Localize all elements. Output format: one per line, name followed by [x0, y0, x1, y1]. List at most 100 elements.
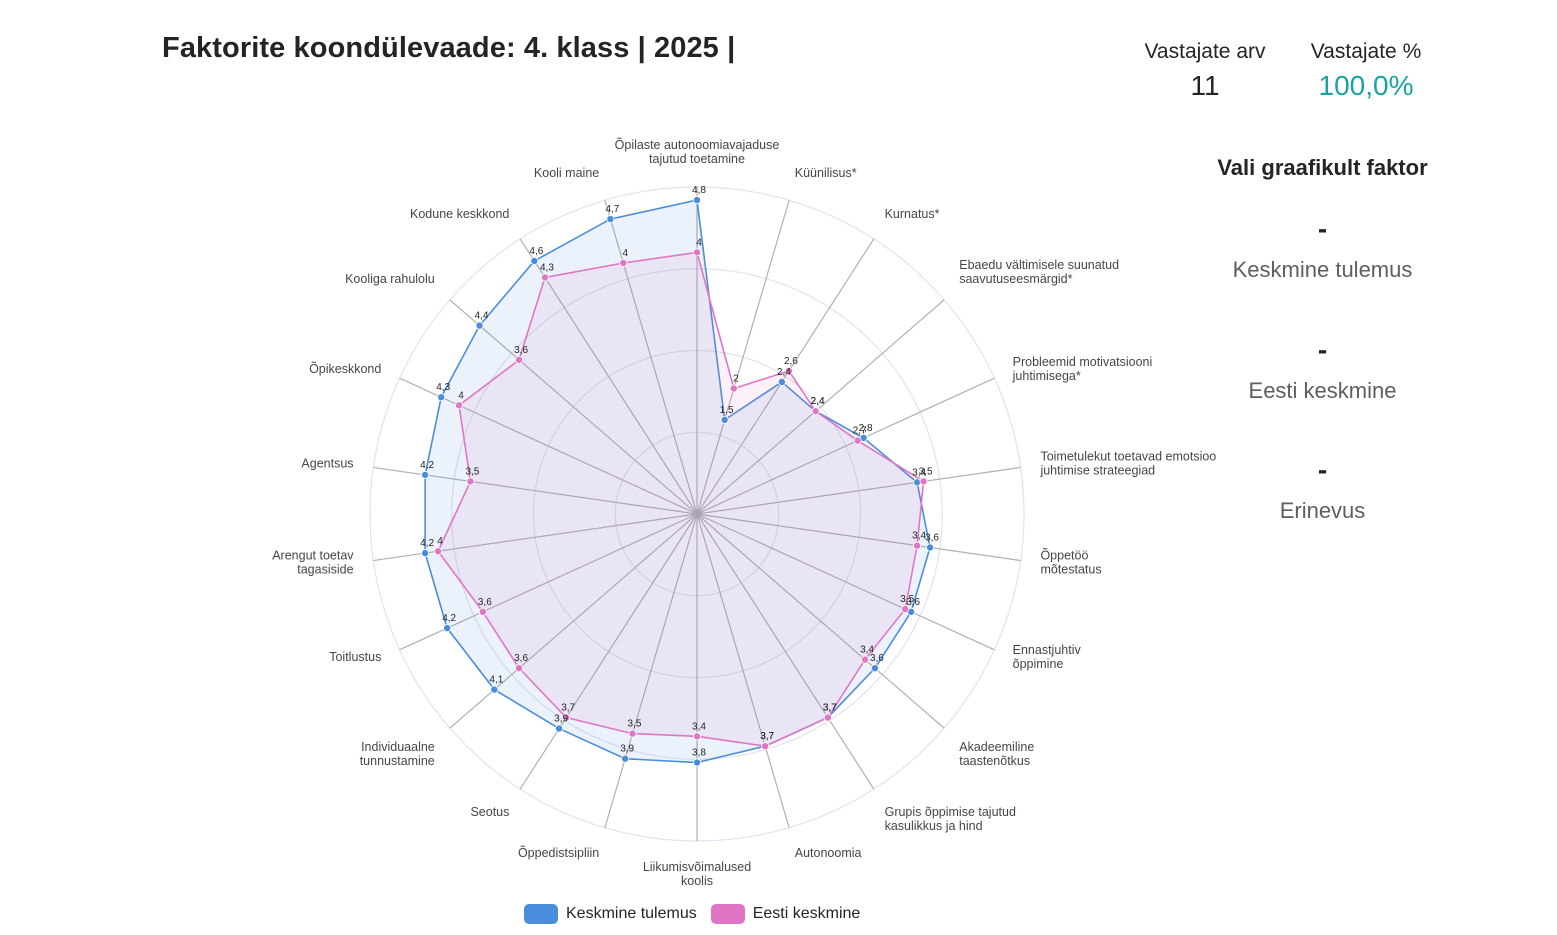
- axis-label-line: Seotus: [470, 805, 509, 819]
- data-point-series-1[interactable]: [421, 549, 430, 558]
- data-point-series-1[interactable]: [913, 478, 922, 487]
- axis-label-line: tunnustamine: [360, 754, 435, 768]
- data-point-series-1[interactable]: [490, 685, 499, 694]
- data-point-series-2[interactable]: [901, 605, 910, 614]
- data-point-series-2[interactable]: [515, 664, 524, 673]
- factor-average-label: Keskmine tulemus: [1232, 257, 1413, 282]
- axis-label-line: Kooliga rahulolu: [345, 272, 435, 286]
- data-point-series-1[interactable]: [720, 415, 729, 424]
- axis-label-line: Grupis õppimise tajutud: [885, 805, 1016, 819]
- axis-label[interactable]: Õpikeskkond: [309, 361, 381, 376]
- axis-label[interactable]: Kurnatus*: [885, 207, 940, 221]
- data-label-series-1: 4,8: [692, 185, 706, 196]
- legend-item-series-1[interactable]: Keskmine tulemus: [524, 904, 697, 924]
- data-point-series-2[interactable]: [515, 355, 524, 364]
- axis-spoke: [696, 513, 995, 651]
- axis-label-line: taastenõtkus: [959, 754, 1030, 768]
- data-point-series-2[interactable]: [913, 541, 922, 550]
- data-point-series-2[interactable]: [619, 258, 628, 267]
- factor-average-card: - Keskmine tulemus: [1200, 215, 1445, 283]
- data-point-series-2[interactable]: [729, 384, 738, 393]
- data-label-series-2: 2: [733, 373, 739, 384]
- axis-label[interactable]: Õppedistsipliin: [518, 845, 599, 860]
- data-point-series-1[interactable]: [870, 664, 879, 673]
- axis-label[interactable]: Agentsus: [301, 457, 353, 471]
- kpi-respondents-count: Vastajate arv 11: [1135, 40, 1275, 102]
- data-point-series-1[interactable]: [693, 758, 702, 767]
- data-label-series-2: 2,6: [784, 356, 798, 367]
- data-point-series-1[interactable]: [693, 196, 702, 205]
- data-point-series-2[interactable]: [562, 713, 571, 722]
- data-point-series-2[interactable]: [693, 248, 702, 257]
- radar-series: [421, 196, 935, 767]
- legend-swatch-series-2: [710, 904, 745, 924]
- data-point-series-1[interactable]: [421, 470, 430, 479]
- axis-label-line: Küünilisus*: [795, 166, 857, 180]
- axis-label-line: Autonoomia: [795, 846, 862, 860]
- axis-label-line: Kooli maine: [534, 166, 599, 180]
- data-label-series-1: 4,6: [529, 246, 543, 257]
- data-label-series-1: 4,2: [420, 538, 434, 549]
- axis-label[interactable]: Kodune keskkond: [410, 207, 509, 221]
- data-label-series-1: 3,6: [906, 597, 920, 608]
- data-point-series-2[interactable]: [853, 436, 862, 445]
- data-point-series-2[interactable]: [540, 273, 549, 282]
- data-label-series-2: 3,4: [860, 645, 874, 656]
- axis-label[interactable]: Seotus: [470, 805, 509, 819]
- data-label-series-2: 4: [623, 248, 629, 259]
- data-point-series-1[interactable]: [443, 624, 452, 633]
- data-label-series-1: 4,3: [436, 382, 450, 393]
- data-label-series-2: 4: [696, 237, 702, 248]
- data-point-series-1[interactable]: [475, 321, 484, 330]
- data-label-series-1: 3,6: [925, 533, 939, 544]
- axis-label[interactable]: Toitlustus: [329, 650, 381, 664]
- axis-label-line: Ennastjuhtiv: [1013, 643, 1082, 657]
- data-point-series-2[interactable]: [919, 477, 928, 486]
- data-point-series-2[interactable]: [628, 729, 637, 738]
- data-point-series-2[interactable]: [434, 547, 443, 556]
- data-point-series-1[interactable]: [926, 543, 935, 552]
- data-point-series-1[interactable]: [530, 256, 539, 265]
- data-label-series-2: 3,6: [514, 345, 528, 356]
- axis-spoke: [519, 238, 698, 515]
- axis-label[interactable]: Kooliga rahulolu: [345, 272, 435, 286]
- kpi-respondents-label: Vastajate arv: [1144, 40, 1266, 63]
- data-label-series-2: 3,7: [823, 703, 837, 714]
- data-point-series-2[interactable]: [761, 742, 770, 751]
- kpi-percent-label: Vastajate %: [1310, 40, 1422, 63]
- data-point-series-2[interactable]: [466, 477, 475, 486]
- data-point-series-1[interactable]: [555, 724, 564, 733]
- data-point-series-2[interactable]: [455, 401, 464, 410]
- data-point-series-2[interactable]: [823, 713, 832, 722]
- data-label-series-2: 3,7: [561, 703, 575, 714]
- data-point-series-1[interactable]: [621, 754, 630, 763]
- axis-label[interactable]: Küünilisus*: [795, 166, 857, 180]
- data-point-series-1[interactable]: [606, 215, 615, 224]
- axis-label-line: Akadeemiline: [959, 740, 1034, 754]
- data-point-series-1[interactable]: [777, 377, 786, 386]
- data-point-series-2[interactable]: [478, 607, 487, 616]
- axis-label-line: Õppedistsipliin: [518, 845, 599, 860]
- data-point-series-2[interactable]: [811, 407, 820, 416]
- axis-label[interactable]: Kooli maine: [534, 166, 599, 180]
- data-point-series-2[interactable]: [861, 655, 870, 664]
- data-label-series-2: 3,6: [514, 653, 528, 664]
- legend-item-series-2[interactable]: Eesti keskmine: [710, 904, 860, 924]
- axis-label[interactable]: Autonoomia: [795, 846, 862, 860]
- data-point-series-2[interactable]: [693, 732, 702, 741]
- data-point-series-2[interactable]: [784, 366, 793, 375]
- data-point-series-1[interactable]: [437, 393, 446, 402]
- data-label-series-2: 3,5: [628, 719, 642, 730]
